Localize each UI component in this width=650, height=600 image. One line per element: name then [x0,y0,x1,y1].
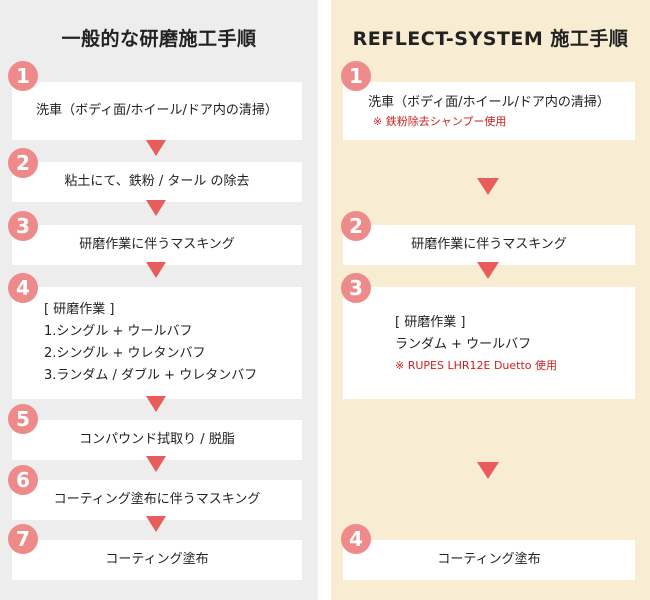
left-step-2-number: 2 [8,148,38,178]
left-step-7-box: コーティング塗布 [12,540,302,580]
right-step-4-text: コーティング塗布 [437,552,541,567]
right-step-2-number: 2 [341,211,371,241]
left-step-4-item-1: 1.シングル + ウールバフ [44,324,193,339]
left-step-5-text: コンパウンド拭取り / 脱脂 [79,432,235,447]
left-arrow-5 [146,456,166,472]
left-step-5-number: 5 [8,404,38,434]
right-step-4-box: コーティング塗布 [343,540,635,580]
left-step-1-box: 洗車（ボディ面/ホイール/ドア内の清掃） [12,82,302,140]
general-procedure-column: 一般的な研磨施工手順 洗車（ボディ面/ホイール/ドア内の清掃） 1 粘土にて、鉄… [0,0,318,600]
left-step-7-text: コーティング塗布 [105,552,209,567]
left-column-title: 一般的な研磨施工手順 [61,28,257,50]
left-step-4-heading: [ 研磨作業 ] [44,302,115,317]
left-arrow-6 [146,516,166,532]
left-step-5-box: コンパウンド拭取り / 脱脂 [12,420,302,460]
right-step-2-text: 研磨作業に伴うマスキング [411,237,567,252]
right-column-title: REFLECT-SYSTEM 施工手順 [352,28,629,50]
right-arrow-3 [477,462,499,479]
left-step-7-number: 7 [8,524,38,554]
left-step-4-box: [ 研磨作業 ] 1.シングル + ウールバフ 2.シングル + ウレタンバフ … [12,287,302,399]
right-step-2-box: 研磨作業に伴うマスキング [343,225,635,265]
left-step-3-box: 研磨作業に伴うマスキング [12,225,302,265]
right-step-3-note: ※ RUPES LHR12E Duetto 使用 [395,359,558,372]
left-step-2-box: 粘土にて、鉄粉 / タール の除去 [12,162,302,202]
left-step-4-number: 4 [8,273,38,303]
left-step-6-box: コーティング塗布に伴うマスキング [12,480,302,520]
left-arrow-2 [146,200,166,216]
left-arrow-1 [146,140,166,156]
right-step-1-note: ※ 鉄粉除去シャンプー使用 [373,115,507,128]
left-arrow-3 [146,262,166,278]
right-step-1-number: 1 [341,61,371,91]
right-step-4-number: 4 [341,524,371,554]
left-step-2-text: 粘土にて、鉄粉 / タール の除去 [64,174,250,189]
right-arrow-1 [477,178,499,195]
left-step-3-text: 研磨作業に伴うマスキング [79,237,235,252]
right-step-1-text: 洗車（ボディ面/ホイール/ドア内の清掃） [368,95,610,110]
right-step-1-box: 洗車（ボディ面/ホイール/ドア内の清掃） ※ 鉄粉除去シャンプー使用 [343,82,635,140]
left-step-3-number: 3 [8,211,38,241]
left-step-1-number: 1 [8,61,38,91]
left-step-4-item-3: 3.ランダム / ダブル + ウレタンバフ [44,368,258,383]
right-step-3-box: [ 研磨作業 ] ランダム + ウールバフ ※ RUPES LHR12E Due… [343,287,635,399]
right-step-3-text: ランダム + ウールバフ [395,337,532,352]
left-step-4-item-2: 2.シングル + ウレタンバフ [44,346,206,361]
left-arrow-4 [146,396,166,412]
right-step-3-number: 3 [341,273,371,303]
right-arrow-2 [477,262,499,279]
left-step-6-text: コーティング塗布に伴うマスキング [53,492,261,507]
left-step-6-number: 6 [8,465,38,495]
reflect-system-procedure-column: REFLECT-SYSTEM 施工手順 洗車（ボディ面/ホイール/ドア内の清掃）… [331,0,650,600]
left-step-1-text: 洗車（ボディ面/ホイール/ドア内の清掃） [36,103,278,118]
right-step-3-heading: [ 研磨作業 ] [395,315,466,330]
